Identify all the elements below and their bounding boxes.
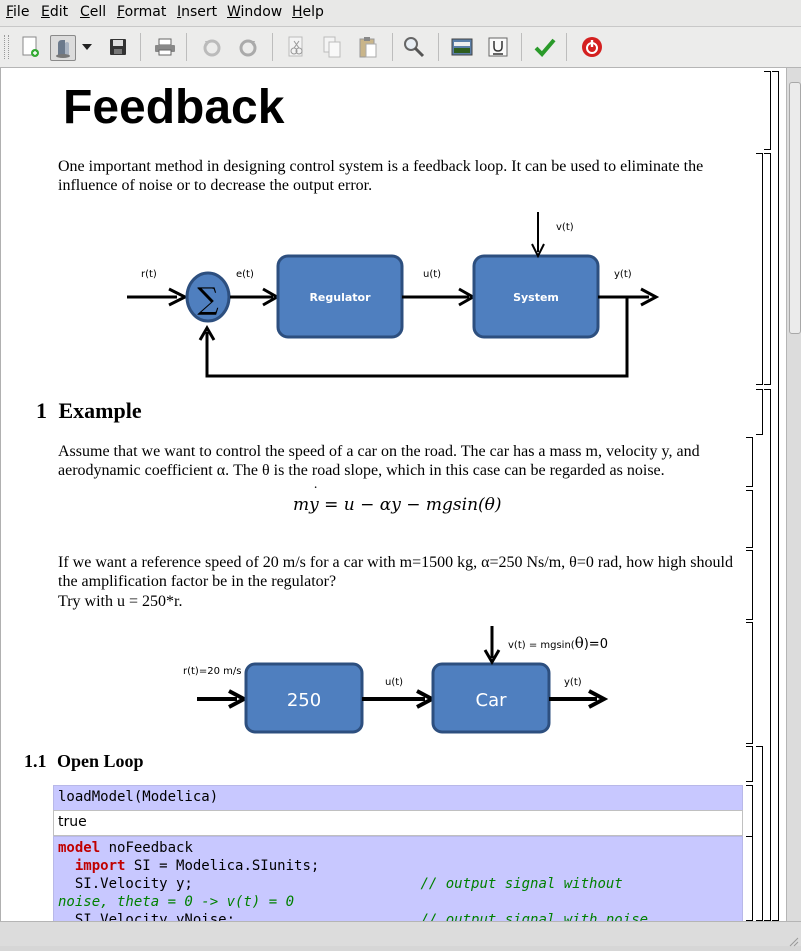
resize-grip[interactable] [787, 932, 799, 947]
car-label: Car [476, 690, 508, 711]
code-line[interactable]: noise, theta = 0 -> v(t) = 0 [58, 894, 295, 910]
summing-symbol: ∑ [197, 282, 219, 317]
feedback-diagram: ∑ Regulator System r(t) e(t) u(t) y(t) v… [127, 212, 660, 734]
cut-icon[interactable] [284, 35, 308, 59]
print-icon[interactable] [153, 35, 177, 59]
cell-bracket[interactable] [746, 550, 753, 620]
check-icon[interactable] [533, 35, 557, 59]
copy-icon[interactable] [320, 35, 344, 59]
menu-cell[interactable]: Cell [80, 4, 107, 20]
toolbar [0, 27, 801, 68]
cell-bracket[interactable] [764, 389, 771, 921]
output-cell-text: true [58, 814, 87, 830]
input-cell-loadmodel[interactable]: loadModel(Modelica) [53, 785, 743, 811]
cell-bracket[interactable] [764, 153, 771, 385]
subsection-number: 1.1 [24, 751, 47, 771]
example-paragraph: Assume that we want to control the speed… [58, 443, 700, 479]
label-e: e(t) [236, 269, 254, 280]
cell-bracket[interactable] [756, 746, 763, 921]
label-r: r(t) [141, 269, 157, 280]
system-label: System [513, 291, 559, 304]
label-y2: y(t) [564, 677, 582, 688]
subsection-title: Open Loop [57, 751, 144, 771]
regulator-label: Regulator [309, 291, 371, 304]
label-r-20: r(t)=20 m/s [183, 666, 241, 677]
label-v: v(t) [556, 222, 574, 233]
section-title: Example [58, 398, 142, 423]
save-icon[interactable] [106, 35, 130, 59]
undo-icon[interactable] [200, 35, 224, 59]
intro-paragraph: One important method in designing contro… [58, 158, 704, 194]
code-line[interactable]: import SI = Modelica.SIunits; [74, 858, 320, 874]
menu-edit[interactable]: Edit [41, 4, 69, 20]
gain-label: 250 [287, 690, 321, 711]
cell-bracket[interactable] [772, 71, 779, 921]
dropdown-arrow-icon[interactable] [80, 35, 94, 59]
code-line[interactable]: SI.Velocity y; // output signal without [58, 876, 623, 892]
subsection-heading: 1.1 Open Loop [24, 751, 144, 772]
label-u: u(t) [423, 269, 441, 280]
question-paragraph: If we want a reference speed of 20 m/s f… [58, 554, 733, 590]
cell-bracket[interactable] [756, 153, 763, 385]
image-icon[interactable] [450, 35, 474, 59]
cell-bracket[interactable] [746, 490, 753, 548]
menu-help[interactable]: Help [292, 4, 324, 20]
underline-icon[interactable] [486, 35, 510, 59]
output-cell-result: true [53, 810, 743, 836]
notebook-document[interactable]: Feedback One important method in designi… [0, 68, 787, 921]
code-line[interactable]: SI.Velocity yNoise; // output signal wit… [58, 912, 649, 921]
new-file-icon[interactable] [18, 35, 42, 59]
label-y: y(t) [614, 269, 632, 280]
input-cell-text[interactable]: loadModel(Modelica) [58, 789, 219, 805]
redo-icon[interactable] [236, 35, 260, 59]
cell-bracket[interactable] [756, 389, 763, 435]
cell-bracket[interactable] [746, 785, 753, 837]
cell-bracket[interactable] [746, 437, 753, 487]
vertical-scrollbar[interactable] [786, 68, 801, 921]
cell-bracket[interactable] [746, 746, 753, 782]
section-number: 1 [36, 398, 47, 423]
status-bar [0, 921, 801, 947]
menu-bar: File Edit Cell Format Insert Window Help [0, 0, 801, 27]
label-v2: v(t) = mgsin(θ)=0 [508, 634, 608, 652]
cell-bracket[interactable] [764, 71, 771, 150]
open-folder-icon[interactable] [50, 35, 76, 61]
toolbar-grip[interactable] [4, 35, 9, 59]
search-icon[interactable] [402, 35, 426, 59]
stop-icon[interactable] [580, 35, 604, 59]
equation: my˙ = u − αy − mgsin(θ) [293, 485, 502, 515]
try-paragraph: Try with u = 250*r. [58, 593, 183, 610]
menu-format[interactable]: Format [117, 4, 167, 20]
code-line[interactable]: model noFeedback [58, 840, 193, 856]
scrollbar-thumb[interactable] [789, 82, 801, 334]
label-u2: u(t) [385, 677, 403, 688]
menu-window[interactable]: Window [227, 4, 283, 20]
input-cell-model[interactable]: model noFeedback import SI = Modelica.SI… [53, 836, 743, 921]
summing-junction [185, 271, 231, 323]
page-title: Feedback [63, 81, 285, 134]
menu-file[interactable]: File [6, 4, 30, 20]
paste-icon[interactable] [356, 35, 380, 59]
cell-bracket[interactable] [746, 836, 753, 921]
menu-insert[interactable]: Insert [177, 4, 218, 20]
cell-bracket[interactable] [746, 622, 753, 744]
section-heading: 1 Example [36, 398, 142, 424]
